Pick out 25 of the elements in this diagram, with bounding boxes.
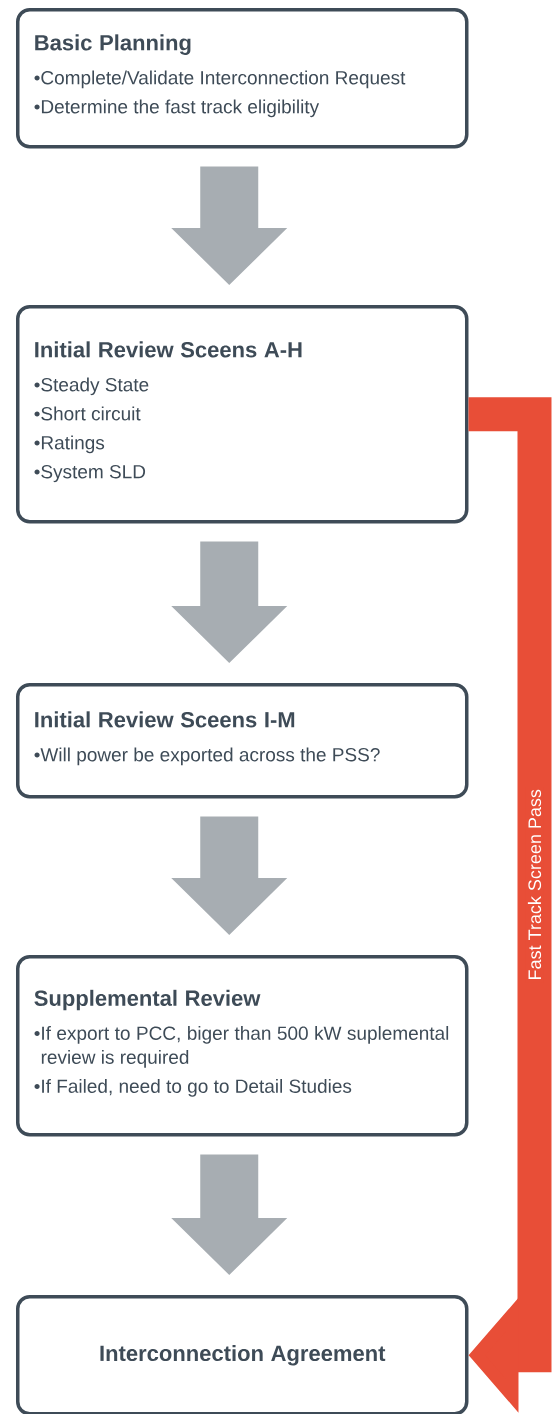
- arrow: [468, 397, 552, 1413]
- bullet-item: •Ratings: [34, 435, 105, 454]
- bullet-item: •Will power be exported across the PSS?: [34, 747, 380, 766]
- heading: Initial Review Sceens I-M: [35, 711, 295, 728]
- heading: Supplemental Review: [34, 989, 261, 1011]
- bullet-item: •Steady State: [34, 377, 149, 396]
- heading: Initial Review Sceens A-H: [35, 341, 302, 358]
- bullet-item: •If export to PCC, biger than 500 kW suplemental review is required: [34, 1026, 449, 1068]
- process-box: [16, 955, 469, 1137]
- arrow: [171, 166, 288, 285]
- bullet-item: •Determine the fast track eligibility: [34, 99, 320, 118]
- heading: Basic Planning: [35, 34, 191, 55]
- arrow: [171, 816, 288, 935]
- process-box: [16, 683, 469, 799]
- arrow: [171, 1154, 288, 1275]
- arrow: [171, 541, 288, 663]
- bullet-item: •System SLD: [34, 465, 146, 483]
- process-box: [16, 305, 469, 524]
- bullet-item: •If Failed, need to go to Detail Studies: [34, 1079, 352, 1097]
- bullet-item: •Short circuit: [34, 406, 141, 421]
- heading: Interconnection Agreement: [100, 1344, 386, 1366]
- bullet-item: •Complete/Validate Interconnection Request: [34, 70, 406, 89]
- process-box: [16, 1295, 469, 1414]
- edge-label: Fast Track Screen Pass: [527, 789, 542, 979]
- process-box: [16, 8, 469, 149]
